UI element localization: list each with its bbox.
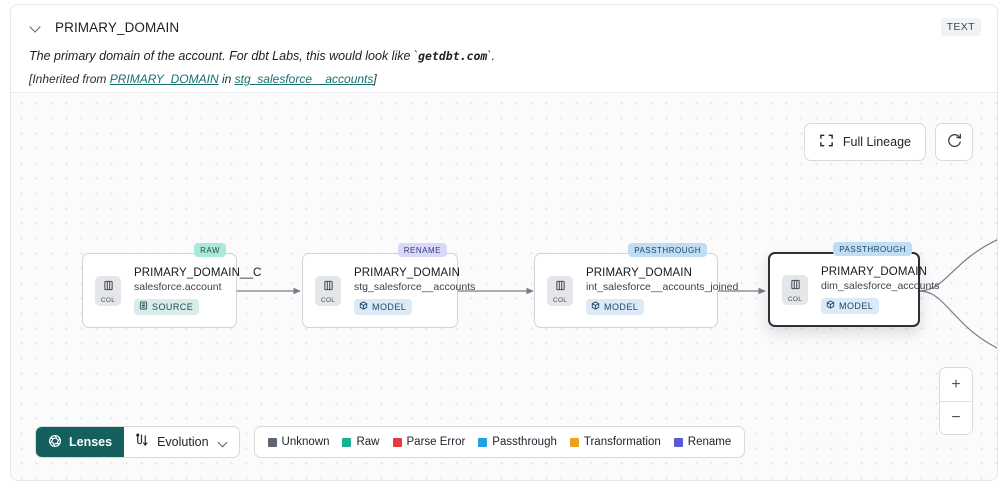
lineage-legend: Unknown Raw Parse Error Passthrough (253, 426, 746, 458)
description-tail: `. (487, 49, 495, 63)
node-subtitle: int_salesforce__accounts_joined (586, 280, 739, 293)
legend-label: Passthrough (492, 436, 557, 448)
cube-icon (826, 300, 835, 311)
col-chip: COL (315, 275, 341, 306)
legend-swatch (267, 437, 277, 447)
inherited-prefix: [Inherited from (29, 71, 110, 86)
node-body: PRIMARY_DOMAIN int_salesforce__accounts_… (573, 267, 738, 315)
legend-swatch (392, 437, 402, 447)
node-tag: RAW (194, 243, 226, 257)
columns-icon (323, 278, 334, 296)
node-title: PRIMARY_DOMAIN (586, 266, 692, 279)
col-chip-label: COL (787, 295, 803, 303)
column-description: The primary domain of the account. For d… (29, 48, 981, 65)
legend-label: Unknown (281, 436, 330, 448)
card-header: PRIMARY_DOMAIN TEXT The primary domain o… (11, 5, 997, 91)
node-tag: RENAME (397, 243, 447, 257)
full-lineage-label: Full Lineage (842, 135, 911, 149)
node-pill-label: MODEL (839, 300, 874, 311)
col-chip-label: COL (320, 296, 336, 304)
lineage-node-selected[interactable]: PASSTHROUGH COL PRIMARY_DOMAIN dim_sales… (768, 242, 939, 327)
description-lead: The primary domain of the account. For d… (29, 49, 419, 63)
canvas-bottom-bar: Lenses Evolution (35, 426, 746, 458)
legend-label: Raw (356, 436, 380, 448)
node-body: PRIMARY_DOMAIN dim_salesforce_accounts M… (808, 266, 939, 314)
col-chip: COL (95, 275, 121, 306)
lineage-node[interactable]: PASSTHROUGH COL PRIMARY_DOMAIN int_sales… (534, 243, 738, 328)
cube-icon (591, 301, 600, 312)
legend-swatch (478, 437, 488, 447)
cube-icon (359, 301, 368, 312)
database-icon (139, 301, 148, 312)
node-pill: SOURCE (134, 298, 200, 315)
refresh-icon (946, 132, 963, 152)
expand-brackets-icon (819, 133, 834, 151)
columns-icon (790, 277, 801, 295)
node-title: PRIMARY_DOMAIN__C (134, 266, 262, 279)
inherited-from-line: [Inherited from PRIMARY_DOMAIN in stg_sa… (29, 72, 981, 86)
legend-swatch (342, 437, 352, 447)
aperture-icon (48, 434, 62, 451)
evolution-dropdown[interactable]: Evolution (124, 427, 238, 457)
legend-item-parse-error: Parse Error (392, 436, 466, 448)
col-chip: COL (547, 275, 573, 306)
inherited-model-link[interactable]: stg_salesforce__accounts (234, 71, 374, 86)
legend-label: Parse Error (406, 436, 466, 448)
header-title-row: PRIMARY_DOMAIN (29, 17, 981, 37)
legend-label: Rename (687, 436, 732, 448)
node-pill-label: SOURCE (152, 301, 194, 312)
zoom-in-button[interactable]: + (940, 368, 972, 401)
col-chip-label: COL (100, 296, 116, 304)
col-chip: COL (782, 274, 808, 305)
status-badge: TEXT (940, 18, 981, 36)
inherited-suffix: ] (373, 71, 377, 86)
legend-item-transformation: Transformation (569, 436, 661, 448)
legend-item-passthrough: Passthrough (478, 436, 557, 448)
chevron-down-icon[interactable] (29, 20, 43, 34)
legend-item-unknown: Unknown (267, 436, 330, 448)
inherited-column-link[interactable]: PRIMARY_DOMAIN (109, 71, 219, 86)
node-body: PRIMARY_DOMAIN stg_salesforce__accounts … (341, 267, 475, 315)
node-title: PRIMARY_DOMAIN (821, 265, 927, 278)
node-tag: PASSTHROUGH (628, 243, 707, 257)
canvas-toolbar: Full Lineage (803, 123, 973, 161)
column-detail-card: PRIMARY_DOMAIN TEXT The primary domain o… (10, 4, 998, 481)
lenses-evolution-group: Lenses Evolution (35, 426, 240, 458)
lineage-node[interactable]: RENAME COL PRIMARY_DOMAIN stg_salesforce… (302, 243, 475, 328)
lineage-node[interactable]: RAW COL PRIMARY_DOMAIN__C salesforce.acc… (82, 243, 261, 328)
lenses-button[interactable]: Lenses (36, 427, 125, 457)
legend-item-raw: Raw (342, 436, 380, 448)
columns-icon (103, 278, 114, 296)
inherited-middle: in (218, 71, 235, 86)
legend-label: Transformation (583, 436, 661, 448)
zoom-out-button[interactable]: − (940, 401, 972, 434)
node-title: PRIMARY_DOMAIN (354, 266, 460, 279)
columns-icon (555, 278, 566, 296)
node-body: PRIMARY_DOMAIN__C salesforce.account SOU… (121, 267, 261, 315)
node-subtitle: dim_salesforce_accounts (821, 279, 940, 292)
lineage-canvas[interactable]: Full Lineage RAW (11, 92, 997, 480)
page-title: PRIMARY_DOMAIN (55, 19, 180, 35)
node-pill: MODEL (354, 298, 413, 315)
node-pill-label: MODEL (604, 301, 639, 312)
legend-swatch (569, 437, 579, 447)
node-subtitle: stg_salesforce__accounts (354, 280, 476, 293)
chevron-down-icon (219, 438, 228, 447)
node-pill-label: MODEL (372, 301, 407, 312)
col-chip-label: COL (552, 296, 568, 304)
lenses-label: Lenses (69, 435, 113, 449)
legend-swatch (673, 437, 683, 447)
node-pill: MODEL (586, 298, 645, 315)
legend-item-rename: Rename (673, 436, 732, 448)
flow-path-icon (134, 433, 149, 451)
description-code: getdbt.com (418, 49, 488, 63)
zoom-controls: + − (939, 367, 973, 435)
node-pill: MODEL (821, 297, 880, 314)
evolution-label: Evolution (157, 435, 209, 449)
full-lineage-button[interactable]: Full Lineage (803, 123, 926, 161)
refresh-button[interactable] (935, 123, 973, 161)
node-tag: PASSTHROUGH (833, 242, 912, 256)
node-subtitle: salesforce.account (134, 280, 222, 293)
